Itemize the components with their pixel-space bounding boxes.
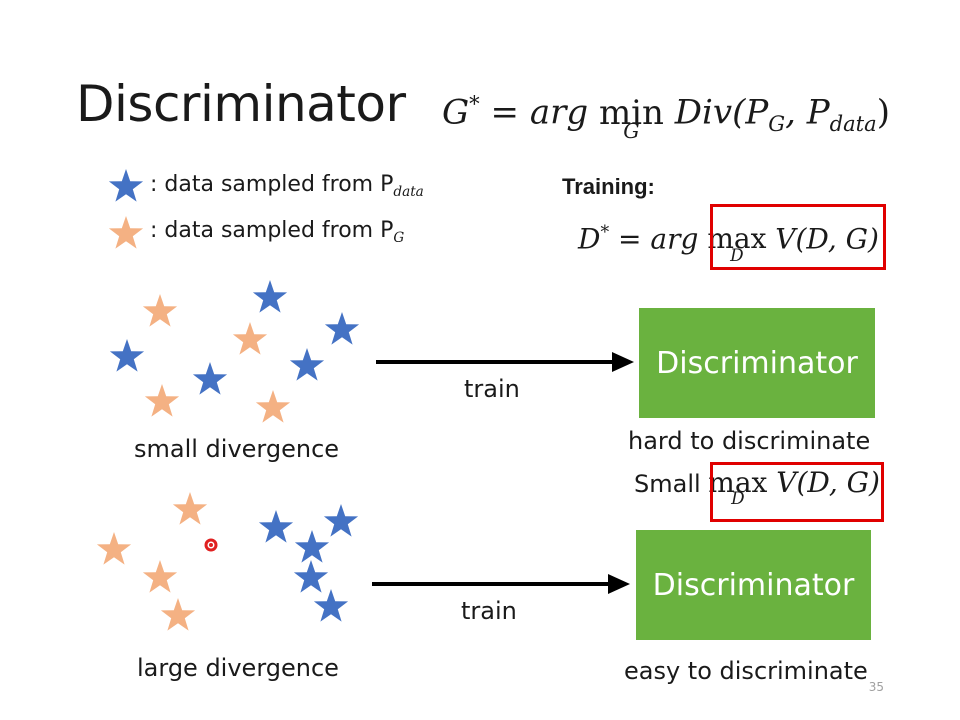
train-label: train	[461, 597, 517, 625]
training-highlight-box	[710, 204, 886, 270]
blue-star-icon	[324, 312, 360, 345]
blue-star-icon	[294, 530, 330, 563]
blue-star-icon	[323, 504, 359, 537]
large-divergence-caption: large divergence	[137, 654, 339, 682]
blue-star-icon	[109, 339, 145, 372]
slide-number: 35	[868, 680, 884, 694]
small-divergence-caption: small divergence	[134, 435, 340, 463]
legend-blue-star-icon	[108, 169, 144, 202]
arrow-head-icon	[612, 352, 634, 372]
orange-star-icon	[232, 322, 268, 355]
orange-star-icon	[172, 492, 208, 525]
hard-to-discriminate-label: hard to discriminate	[628, 427, 871, 455]
easy-to-discriminate-label: easy to discriminate	[624, 657, 868, 685]
arrow-head-icon	[608, 574, 630, 594]
orange-star-icon	[160, 598, 196, 631]
slide-title: Discriminator	[76, 75, 406, 133]
blue-star-icon	[293, 560, 329, 593]
orange-star-icon	[142, 560, 178, 593]
legend-orange-star-icon	[108, 216, 144, 249]
small-max-highlight-box	[710, 462, 884, 522]
blue-star-icon	[289, 348, 325, 381]
orange-star-icon	[255, 390, 291, 423]
legend-real: : data sampled from Pdata	[150, 172, 424, 200]
legend-real-text: : data sampled from P	[150, 172, 394, 197]
blue-star-icon	[252, 280, 288, 313]
blue-star-icon	[258, 510, 294, 543]
legend-generated: : data sampled from PG	[150, 218, 405, 246]
legend-generated-text: : data sampled from P	[150, 218, 394, 243]
training-label: Training:	[562, 174, 655, 199]
discriminator-box: Discriminator	[639, 308, 875, 418]
discriminator-box: Discriminator	[636, 530, 871, 640]
orange-star-icon	[96, 532, 132, 565]
orange-star-icon	[142, 294, 178, 327]
train-label: train	[464, 375, 520, 403]
blue-star-icon	[313, 589, 349, 622]
orange-star-icon	[144, 384, 180, 417]
blue-star-icon	[192, 362, 228, 395]
